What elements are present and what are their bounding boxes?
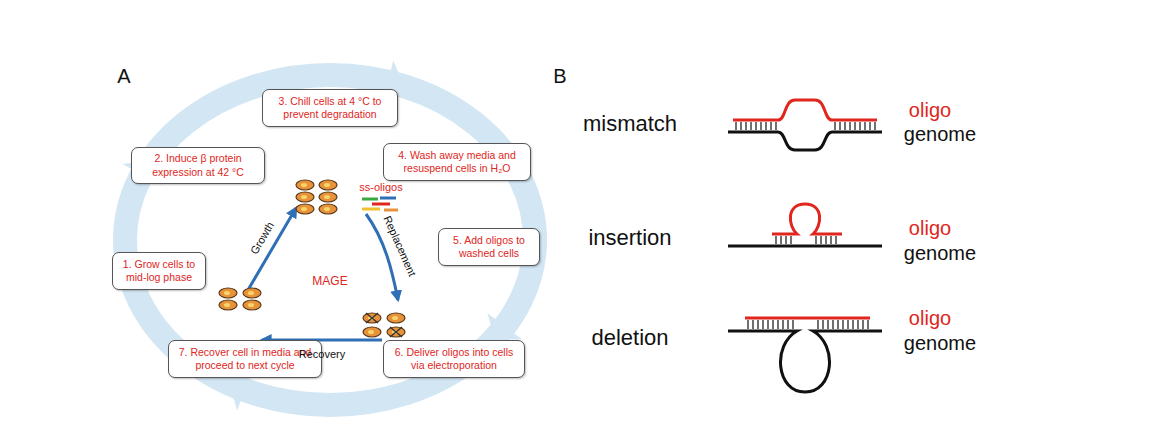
oligo-label: ss-oligos [359,181,402,193]
step-box: 4. Wash away media and resuspend cells i… [383,143,531,181]
strand-label: oligo [909,307,951,329]
dead-cell-mark [366,313,402,337]
row-label: mismatch [583,112,677,136]
step-text: 6. Deliver oligos into cells via electro… [389,346,519,372]
step-box: 1. Grow cells to mid-log phase [112,252,206,290]
step-text: 7. Recover cell in media and proceed to … [174,346,316,372]
oligos [362,198,398,210]
step-text: 2. Induce β protein expression at 42 °C [137,152,259,178]
step-box: 6. Deliver oligos into cells via electro… [383,340,525,378]
panel-letter: B [553,65,566,87]
hybrid-drawings [728,100,882,392]
cycle-ring [125,75,535,405]
center-title: MAGE [312,275,347,288]
step-text: 5. Add oligos to washed cells [444,234,534,260]
step-box: 5. Add oligos to washed cells [438,228,540,266]
step-box: 2. Induce β protein expression at 42 °C [131,147,265,184]
step-label: Replacement [381,214,418,278]
strand-label: genome [904,332,976,354]
step-text: 3. Chill cells at 4 °C to prevent degrad… [268,95,392,121]
strand-label: oligo [909,99,951,121]
panel-letter: A [117,65,130,87]
step-label: Recovery [299,348,345,360]
step-text: 1. Grow cells to mid-log phase [118,258,200,284]
row-label: insertion [588,226,671,250]
strand-label: genome [904,242,976,264]
base-pair-ticks [736,122,875,329]
cycle-arrowhead [487,313,522,340]
row-label: deletion [591,326,668,350]
strand-label: oligo [909,217,951,239]
strand-label: genome [904,123,976,145]
step-text: 4. Wash away media and resuspend cells i… [389,149,525,175]
growth-arrow [248,208,296,290]
step-box: 3. Chill cells at 4 °C to prevent degrad… [262,89,398,127]
